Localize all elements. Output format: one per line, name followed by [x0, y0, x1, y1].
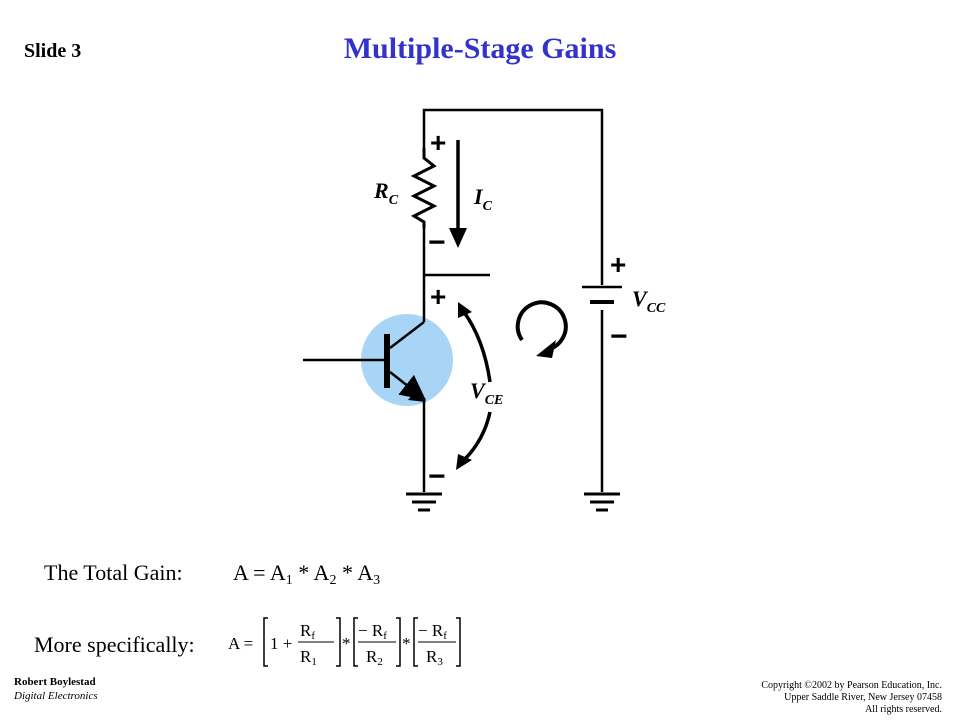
vce-arrow-up-head [458, 302, 472, 318]
ic-arrow-head [449, 228, 467, 248]
copyright-line-2: Upper Saddle River, New Jersey 07458 [784, 692, 942, 703]
copyright-line-1: Copyright ©2002 by Pearson Education, In… [761, 680, 942, 691]
vcc-label: VCC [632, 286, 666, 316]
footer-copyright: Copyright ©2002 by Pearson Education, In… [761, 680, 942, 716]
formula-r2-denominator: R2 [366, 647, 383, 668]
vce-label: VCE [470, 378, 503, 408]
formula-bracket-2 [353, 617, 401, 667]
rc-label: RC [373, 178, 399, 208]
vcc-plus-sign: + [610, 249, 626, 280]
loop-current-arrow [515, 300, 568, 352]
emitter-arrow [408, 388, 426, 402]
copyright-line-3: All rights reserved. [865, 704, 942, 715]
vce-arrow-down-head [456, 454, 472, 470]
rc-minus-sign: − [428, 226, 446, 259]
formula-neg-rf-2: − Rf [358, 621, 387, 642]
formula-r3-denominator: R3 [426, 647, 443, 668]
transistor-circuit-diagram: + − + − + − RC IC VCC VCE [303, 108, 666, 512]
rc-plus-sign: + [430, 127, 446, 158]
circuit-wires [303, 108, 604, 492]
slide-number: Slide 3 [24, 40, 82, 62]
ground-symbol-left [406, 492, 442, 512]
vce-arrow-down [462, 411, 492, 462]
formula-neg-rf-3: − Rf [418, 621, 447, 642]
slide-title: Multiple-Stage Gains [343, 32, 617, 65]
more-specifically-label: More specifically: [34, 632, 195, 657]
total-gain-equation: A = A1 * A2 * A3 [233, 560, 381, 588]
formula-times-2: * [402, 634, 411, 653]
vce-plus-sign: + [430, 281, 446, 312]
loop-arrow-head [536, 340, 556, 358]
transistor-symbol [384, 321, 426, 401]
formula-bracket-1 [263, 617, 341, 667]
vcc-minus-sign: − [610, 320, 628, 353]
total-gain-label: The Total Gain: [44, 560, 183, 585]
formula-lhs: A = [228, 634, 253, 653]
vce-minus-sign: − [428, 460, 446, 493]
footer-author: Robert Boylestad [14, 676, 96, 688]
resistor-rc [410, 148, 438, 228]
formula-rf-numerator: Rf [300, 621, 315, 642]
formula-times-1: * [342, 634, 351, 653]
formula-one-plus: 1 + [270, 634, 292, 653]
battery-vcc [582, 285, 622, 304]
vce-arrow-up [462, 310, 492, 383]
ic-label: IC [473, 184, 493, 214]
footer-course: Digital Electronics [14, 690, 98, 702]
gain-formula: A = 1 + Rf R1 * − Rf R2 * − Rf R3 [228, 617, 461, 668]
formula-bracket-3 [413, 617, 461, 667]
formula-r1-denominator: R1 [300, 647, 317, 668]
ground-symbol-right [584, 492, 620, 512]
